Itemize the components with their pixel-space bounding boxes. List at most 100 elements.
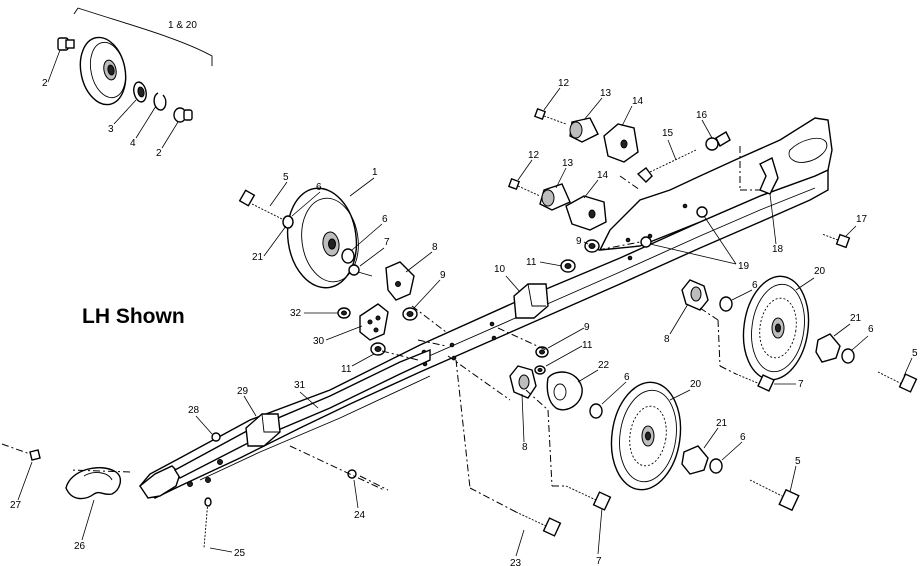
- bumper-26: [65, 467, 122, 500]
- callout-24: 24: [354, 510, 366, 521]
- bolt-15: [636, 149, 697, 183]
- callout-30: 30: [313, 336, 325, 347]
- callout-15: 15: [662, 128, 674, 139]
- inset-idler-assembly: 1 & 20 2 3 4 2: [42, 7, 213, 159]
- rear-axle-bracket-upper: [681, 279, 709, 311]
- bolt-25: [203, 497, 212, 549]
- bolt-7-upper: [348, 264, 373, 277]
- callout-25: 25: [234, 548, 246, 559]
- bolt-7-lower: [565, 485, 612, 511]
- rear-axle-bracket-lower: [509, 365, 537, 399]
- callout-4: 4: [130, 138, 136, 149]
- inset-idler-wheel: [79, 36, 127, 106]
- callout-9: 9: [576, 236, 582, 247]
- callout-5: 5: [795, 456, 801, 467]
- callout-8: 8: [432, 242, 438, 253]
- nuts-19: [640, 206, 708, 248]
- inset-bolt-right: [173, 107, 193, 123]
- bolt-12-lower: [507, 177, 541, 197]
- bracket-10: [513, 283, 549, 319]
- clip-28: [211, 432, 221, 442]
- washer-6-upper: [719, 296, 733, 312]
- callout-11: 11: [526, 257, 537, 268]
- callout-13: 13: [600, 88, 612, 99]
- bushing-13-upper: [569, 117, 599, 143]
- bolt-12-upper: [533, 107, 567, 125]
- callout-11: 11: [582, 340, 593, 351]
- inset-snap-ring: [153, 92, 167, 111]
- callout-7: 7: [384, 237, 390, 248]
- block-14-upper: [603, 123, 639, 163]
- inset-bracket-line: [77, 7, 213, 66]
- grease-fitting-16: [705, 131, 731, 151]
- callout-9: 9: [440, 270, 446, 281]
- callout-21: 21: [252, 252, 264, 263]
- bracket-29: [245, 413, 281, 447]
- callout-31: 31: [294, 380, 306, 391]
- bushing-21-upper: [815, 333, 841, 363]
- callout-26: 26: [74, 541, 86, 552]
- screw-32: [337, 307, 351, 319]
- bracket-8-upper: [385, 261, 415, 301]
- bolt-23: [515, 511, 562, 537]
- rivet-27: [1, 443, 41, 461]
- callout-13: 13: [562, 158, 574, 169]
- callout-2: 2: [156, 148, 162, 159]
- bushing-21-lower: [681, 445, 709, 475]
- plate-30: [359, 303, 389, 341]
- callout-9: 9: [584, 322, 590, 333]
- bolt-5-lower: [749, 479, 800, 512]
- callout-23: 23: [510, 558, 522, 566]
- block-14-lower: [565, 195, 607, 231]
- callout-7: 7: [798, 379, 804, 390]
- spacer-6: [282, 215, 294, 229]
- callout-6: 6: [316, 182, 322, 193]
- callout-22: 22: [598, 360, 610, 371]
- nut-9-upper: [402, 307, 418, 321]
- callout-32: 32: [290, 308, 302, 319]
- spacer-22: [546, 371, 583, 411]
- callout-1-20: 1 & 20: [168, 20, 197, 31]
- callout-21: 21: [850, 313, 862, 324]
- callout-2: 2: [42, 78, 48, 89]
- callout-17: 17: [856, 214, 868, 225]
- callout-8: 8: [522, 442, 528, 453]
- callout-14: 14: [632, 96, 644, 107]
- callout-16: 16: [696, 110, 708, 121]
- callout-14: 14: [597, 170, 609, 181]
- bushing-13-lower: [539, 183, 571, 211]
- callout-5: 5: [283, 172, 289, 183]
- bolt-5-upper: [238, 189, 289, 223]
- nut-9-rear: [584, 239, 600, 253]
- inset-bearing: [133, 81, 147, 103]
- callout-19: 19: [738, 261, 750, 272]
- callout-3: 3: [108, 124, 114, 135]
- nut-11-left: [370, 342, 386, 356]
- view-title: LH Shown: [82, 305, 185, 328]
- callout-20: 20: [690, 379, 702, 390]
- callout-11: 11: [341, 364, 352, 375]
- callout-8: 8: [664, 334, 670, 345]
- callout-12: 12: [558, 78, 570, 89]
- callout-6: 6: [382, 214, 388, 225]
- washer-6: [341, 248, 355, 264]
- mid-idler-wheel: [286, 187, 359, 289]
- callout-27: 27: [10, 500, 22, 511]
- callout-6: 6: [740, 432, 746, 443]
- nut-11-rear: [560, 259, 576, 273]
- callout-6: 6: [752, 280, 758, 291]
- rear-wheel-upper: [742, 275, 810, 381]
- washer-6-right: [841, 348, 855, 364]
- callout-28: 28: [188, 405, 200, 416]
- callout-18: 18: [772, 244, 784, 255]
- rear-wheel-lower: [610, 381, 682, 491]
- callouts: 5 6 1 6 7 21 8 9 32 30 11 10 11 9 9 11 1…: [10, 78, 918, 566]
- assembly-centerlines: [69, 146, 760, 513]
- washer-6-lower-right: [709, 458, 723, 474]
- callout-29: 29: [237, 386, 249, 397]
- callout-6: 6: [624, 372, 630, 383]
- washer-6-lower: [589, 403, 603, 419]
- nut-11-mid: [534, 365, 546, 375]
- rail-slot: [788, 137, 828, 163]
